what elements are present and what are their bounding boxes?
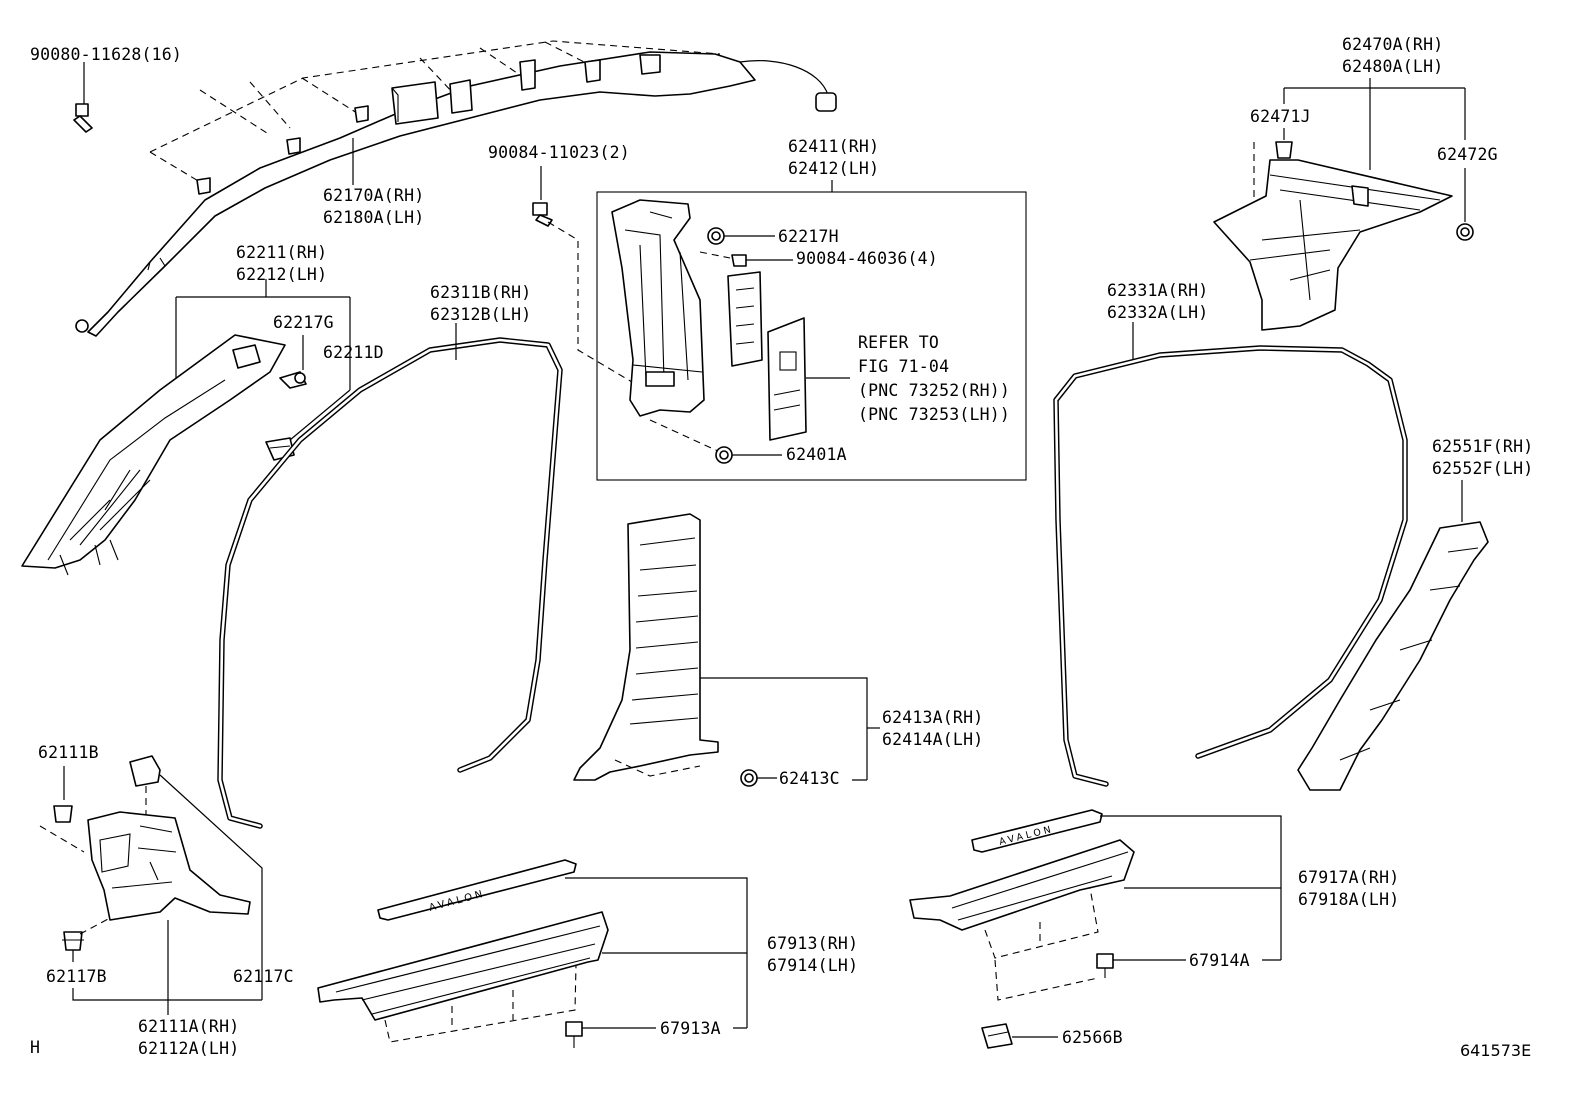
rear-scuff-plate-part [909,839,1135,1001]
label-front-plate-rh: 67913(RH) [767,934,858,953]
label-a-pillar-rh: 62211(RH) [236,243,327,262]
label-bolt-center: 90084-11023(2) [488,143,630,162]
clip-62111b [53,805,73,823]
clip-67913a [565,1021,583,1048]
front-scuff-plate-part [317,911,609,1043]
label-refer-to: REFER TO [858,333,939,352]
pillar-b-group-box [596,191,1027,481]
label-clip-62566b: 62566B [1062,1028,1123,1047]
figure-id: 641573E [1460,1041,1531,1060]
label-clip-67913a: 67913A [660,1019,721,1038]
label-clip-62413c: 62413C [779,769,840,788]
clip-62217g [279,371,307,389]
label-clip-62217g: 62217G [273,313,334,332]
label-clip-62471j: 62471J [1250,107,1311,126]
clip-67914a [1096,953,1114,978]
curtain-airbag-part [75,40,837,337]
label-rear-plate-lh: 67918A(LH) [1298,890,1399,909]
label-clip-67914a: 67914A [1189,951,1250,970]
label-clip-62117b: 62117B [46,967,107,986]
clip-62217h [707,227,725,245]
center-pillar-upper-part [611,199,705,417]
label-scuff-rear-rh: 62551F(RH) [1432,437,1533,456]
label-rear-seal-lh: 62332A(LH) [1107,303,1208,322]
label-clip-62211d: 62211D [323,343,384,362]
label-quarter-lh: 62480A(LH) [1342,57,1443,76]
label-pnc-lh: (PNC 73253(LH)) [858,405,1010,424]
label-rear-seal-rh: 62331A(RH) [1107,281,1208,300]
label-pillar-b-lh: 62412(LH) [788,159,879,178]
label-cowl-rh: 62111A(RH) [138,1017,239,1036]
label-screw-46036: 90084-46036(4) [796,249,938,268]
label-fig: FIG 71-04 [858,357,949,376]
label-scuff-rear-lh: 62552F(LH) [1432,459,1533,478]
center-pillar-lower-part [573,513,719,781]
screw-46036 [731,254,747,267]
rear-scuff-garnish-part [1297,521,1489,791]
label-front-seal-lh: 62312B(LH) [430,305,531,324]
label-front-seal-rh: 62311B(RH) [430,283,531,302]
bolt-top [73,103,93,133]
roof-side-garnish-part [1213,159,1453,331]
label-pnc-rh: (PNC 73252(RH)) [858,381,1010,400]
clip-62117b [62,931,84,951]
clip-62472g [1456,223,1474,241]
clip-62471j [1275,141,1293,159]
label-clip-62117c: 62117C [233,967,294,986]
label-clip-62401a: 62401A [786,445,847,464]
front-door-seal-part [217,337,563,829]
label-quarter-rh: 62470A(RH) [1342,35,1443,54]
label-airbag-rh: 62170A(RH) [323,186,424,205]
label-clip-62217h: 62217H [778,227,839,246]
label-cowl-lh: 62112A(LH) [138,1039,239,1058]
clip-62401a [715,446,733,464]
clip-62413c [740,769,758,787]
label-pillar-b-rh: 62411(RH) [788,137,879,156]
label-front-plate-lh: 67914(LH) [767,956,858,975]
clip-62117c-part [129,755,161,787]
label-a-pillar-lh: 62212(LH) [236,265,327,284]
label-rear-plate-rh: 67917A(RH) [1298,868,1399,887]
label-airbag-lh: 62180A(LH) [323,208,424,227]
rear-scuff-strip-part: AVALON [971,809,1103,853]
label-bolt-top: 90080-11628(16) [30,45,182,64]
clip-62566b [981,1023,1013,1049]
label-clip-62472g: 62472G [1437,145,1498,164]
label-lower-b-lh: 62414A(LH) [882,730,983,749]
seatbelt-cover-part [727,271,807,441]
footer-marker: H [30,1038,40,1057]
front-pillar-garnish-part [21,334,286,576]
bolt-center [532,202,553,227]
label-clip-62111b: 62111B [38,743,99,762]
rear-door-seal-part [1053,345,1408,787]
cowl-side-trim-part [87,811,251,921]
label-lower-b-rh: 62413A(RH) [882,708,983,727]
front-scuff-strip-part: AVALON [377,859,577,921]
